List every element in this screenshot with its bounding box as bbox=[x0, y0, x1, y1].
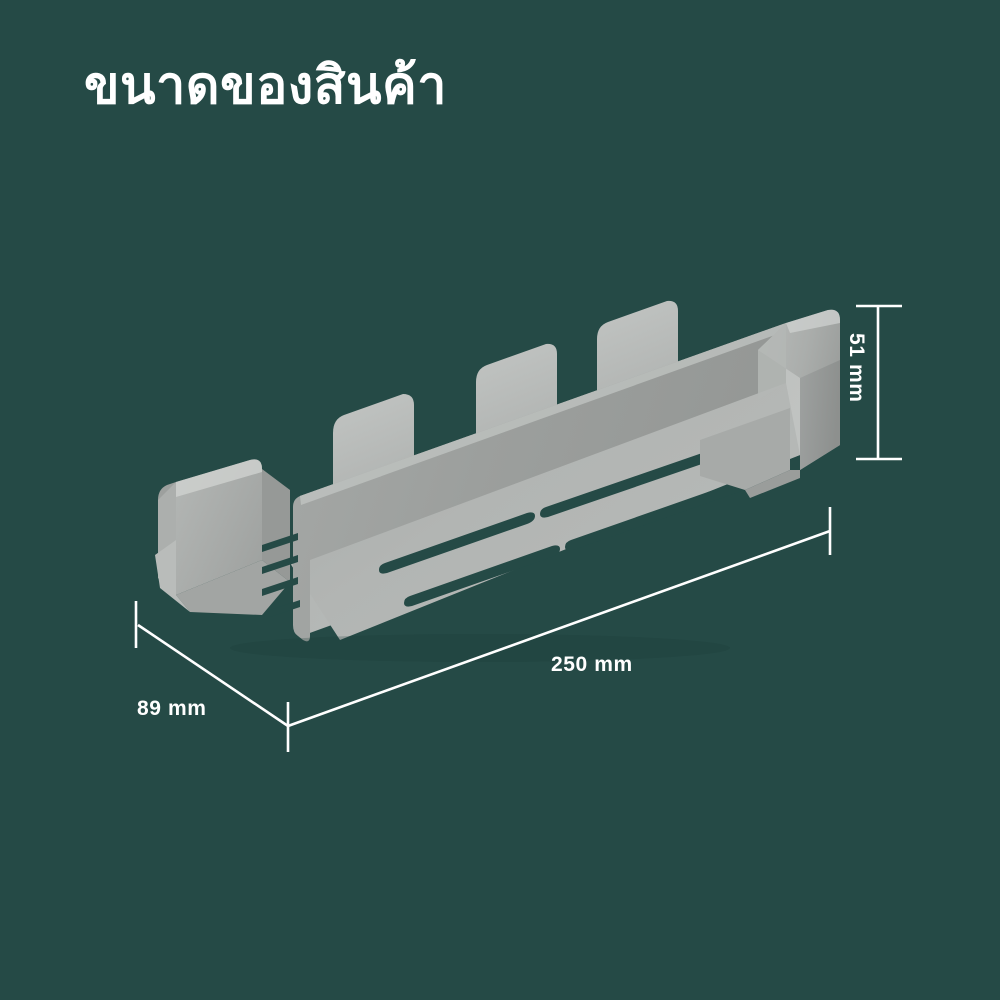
depth-dimension-line bbox=[137, 623, 289, 728]
right-end-cap bbox=[700, 309, 840, 498]
floor-slots bbox=[379, 432, 790, 607]
left-end-cap bbox=[155, 459, 290, 615]
length-dimension-line bbox=[287, 529, 831, 728]
length-dimension-label: 250 mm bbox=[551, 653, 633, 676]
page-title: ขนาดของสินค้า bbox=[84, 57, 447, 115]
front-wall-panel bbox=[293, 323, 786, 642]
depth-dimension-label: 89 mm bbox=[137, 697, 207, 720]
left-end-slats bbox=[262, 533, 300, 617]
height-dimension-label: 51 mm bbox=[845, 333, 868, 403]
floor-slab bbox=[288, 383, 800, 640]
